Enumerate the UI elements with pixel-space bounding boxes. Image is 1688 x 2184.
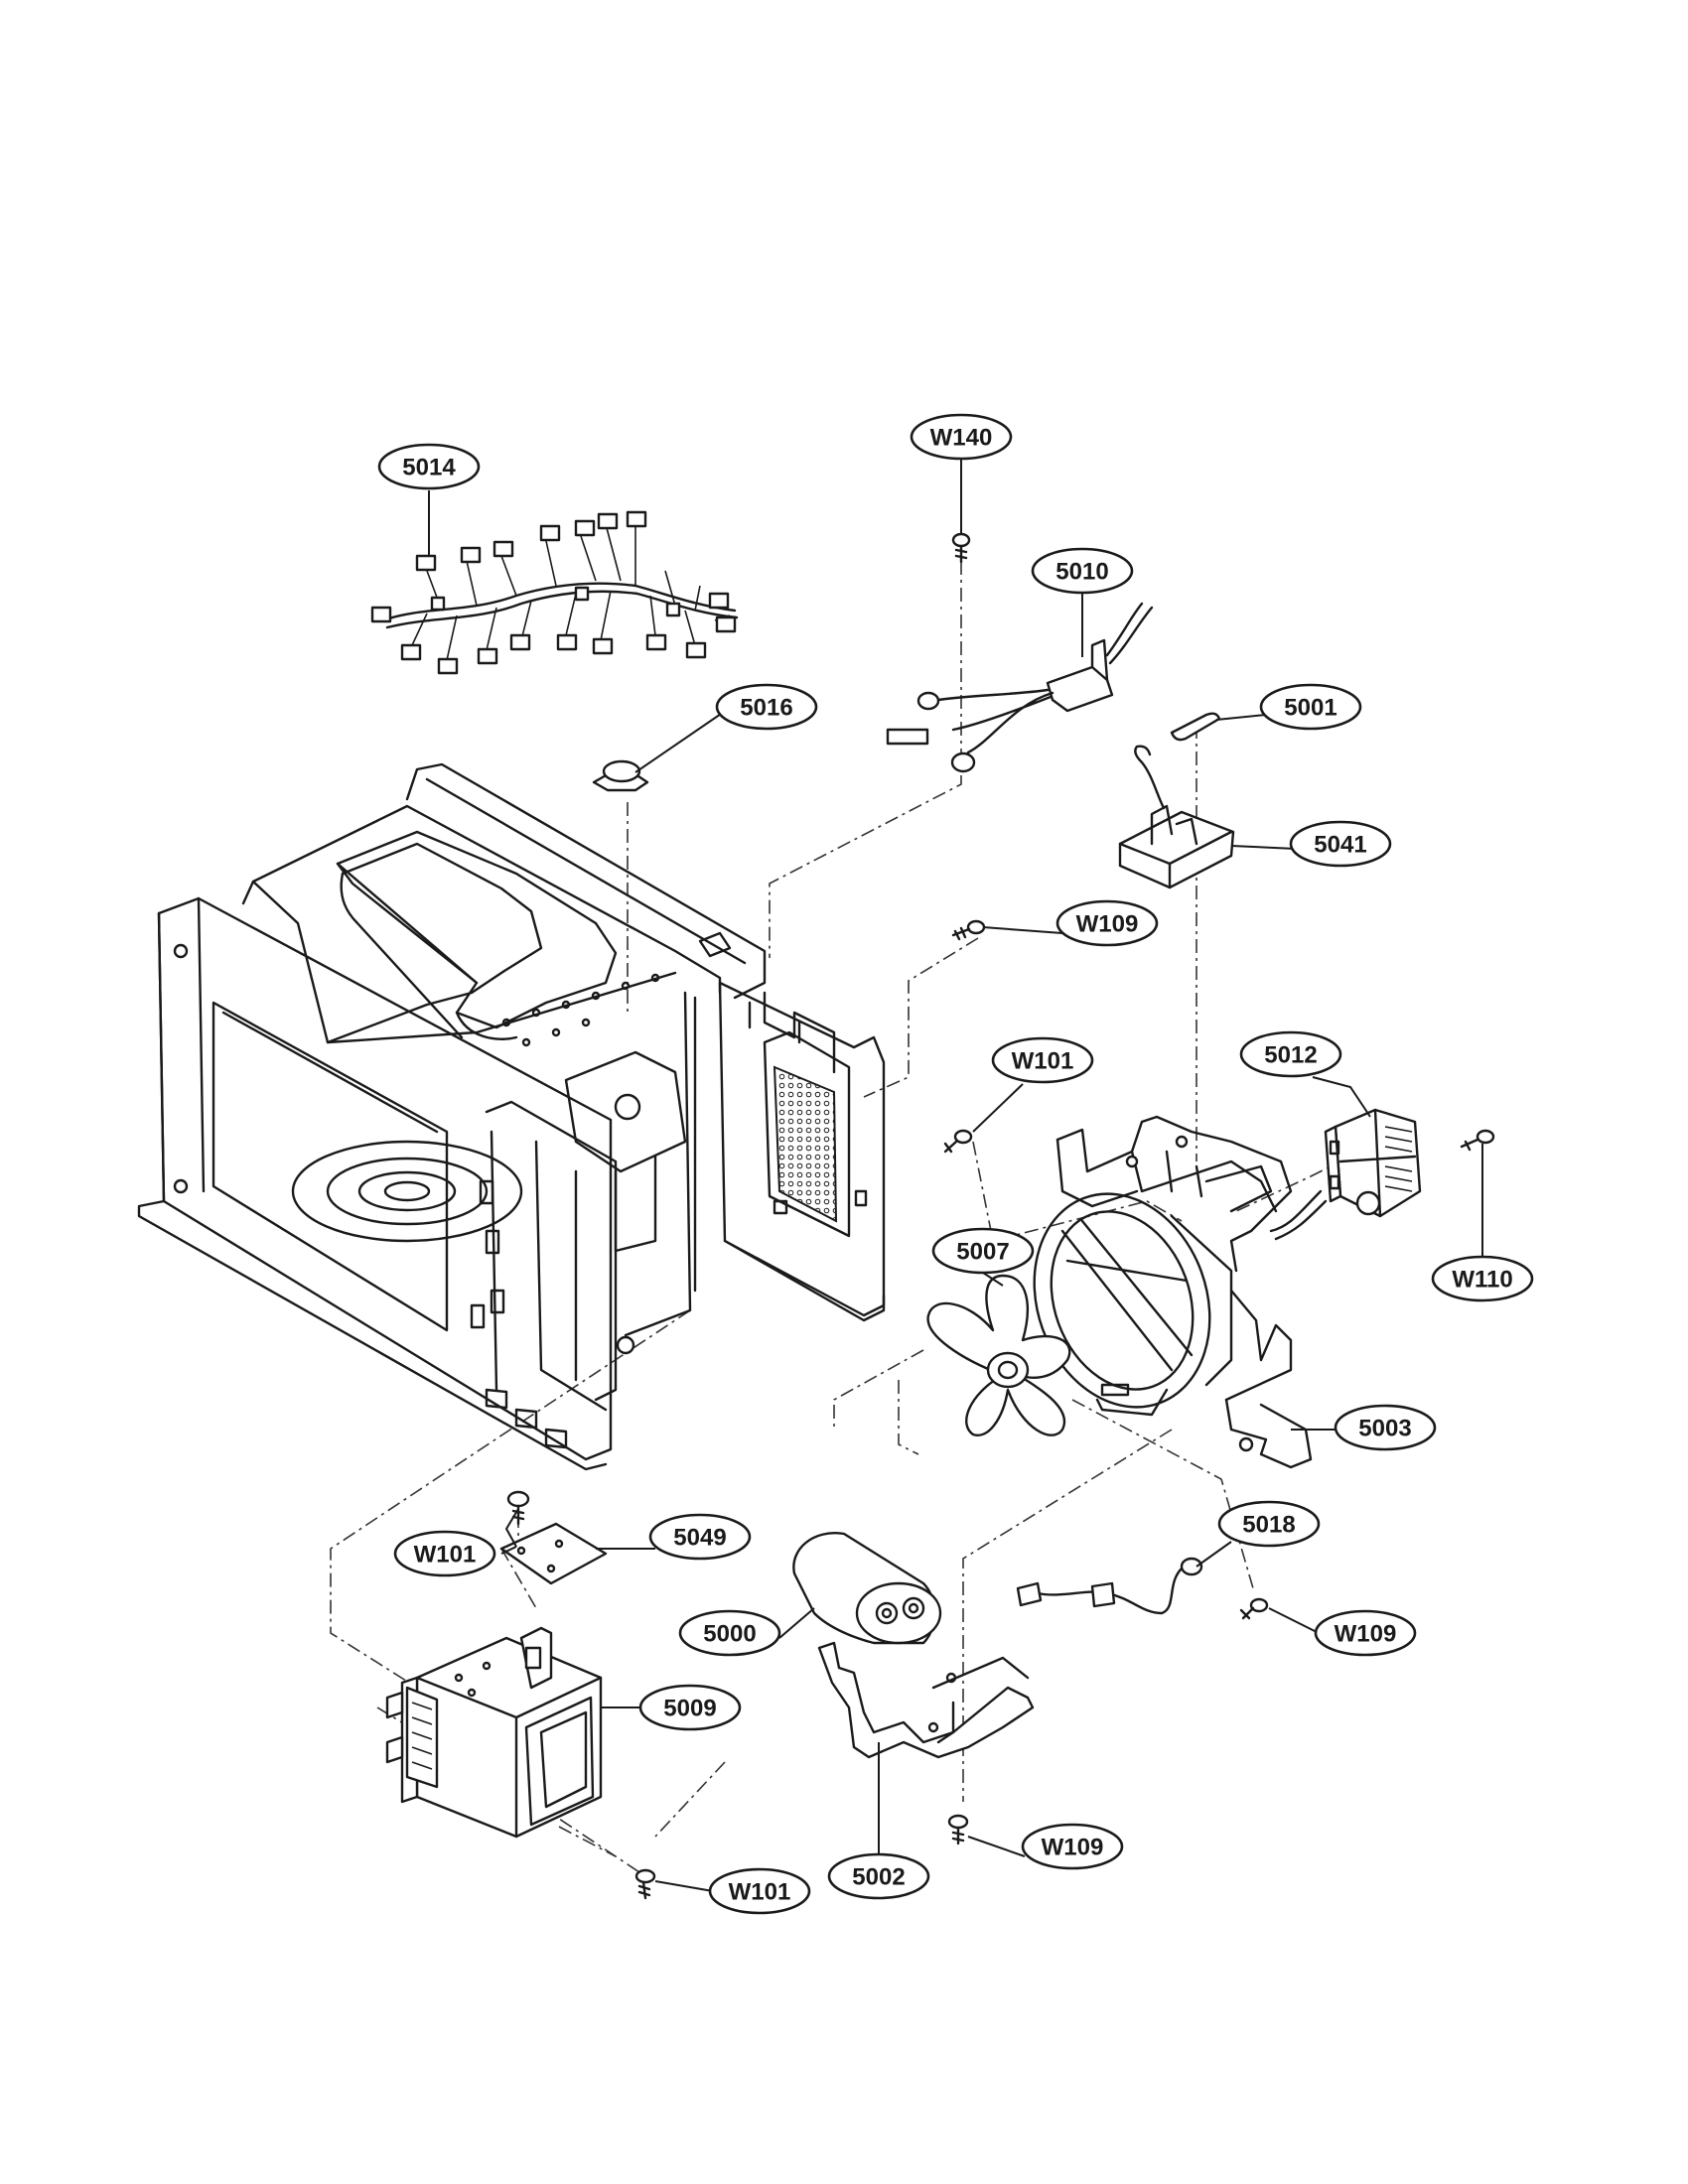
callout-bubble-shape	[910, 413, 1013, 461]
callout-bubble-shape	[1289, 820, 1392, 868]
callout-label: 5049	[673, 1525, 726, 1552]
callout-bubble-shape	[638, 1684, 742, 1731]
callout-label: 5041	[1314, 832, 1366, 859]
callout-bubble-shape	[1021, 1823, 1124, 1870]
callout-bubble-shape	[393, 1530, 496, 1577]
fan-blade-5007	[926, 1274, 1071, 1436]
callout-w109b: W109	[1314, 1609, 1417, 1657]
callout-5003: 5003	[1334, 1404, 1437, 1451]
callout-w101c: W101	[708, 1867, 811, 1915]
screw-w109-right	[1239, 1597, 1269, 1620]
callout-label: 5001	[1284, 695, 1336, 722]
callout-label: 5009	[663, 1696, 716, 1722]
callout-label: 5007	[956, 1239, 1009, 1266]
callout-label: 5003	[1358, 1416, 1411, 1442]
callout-label: W101	[729, 1879, 791, 1906]
callout-bubble-shape	[1031, 547, 1134, 595]
callout-5007: 5007	[931, 1227, 1035, 1275]
callout-5041: 5041	[1289, 820, 1392, 868]
callout-label: W140	[930, 425, 993, 452]
callout-bubble-shape	[1431, 1255, 1534, 1302]
callout-label: W101	[414, 1542, 477, 1569]
callout-bubble-shape	[1314, 1609, 1417, 1657]
callout-bubble-shape	[1055, 899, 1159, 947]
screw-w101-bottom	[634, 1868, 656, 1900]
callout-label: 5018	[1242, 1512, 1295, 1539]
magnetron-5009	[385, 1626, 603, 1839]
callout-bubble-shape	[1259, 683, 1362, 731]
callout-5009: 5009	[638, 1684, 742, 1731]
callout-label: 5014	[402, 455, 456, 481]
callout-bubble-shape	[678, 1609, 781, 1657]
callout-5012: 5012	[1239, 1030, 1342, 1078]
pcb-5041	[1118, 745, 1235, 889]
callout-5010: 5010	[1031, 547, 1134, 595]
wire-5018	[1016, 1557, 1203, 1615]
callout-w110: W110	[1431, 1255, 1534, 1302]
callout-w109a: W109	[1055, 899, 1159, 947]
plate-5049	[499, 1522, 608, 1585]
callout-label: W110	[1452, 1267, 1512, 1294]
screw-w140	[951, 532, 971, 564]
callout-w101b: W101	[393, 1530, 496, 1577]
callout-leader-lines	[428, 459, 1483, 1892]
callout-5016: 5016	[715, 683, 818, 731]
harness-5010	[886, 602, 1154, 773]
wire-harness-5014	[370, 510, 739, 675]
callout-w101a: W101	[991, 1036, 1094, 1084]
callout-label: W109	[1076, 911, 1139, 938]
callout-label: W109	[1042, 1835, 1104, 1861]
callout-5014: 5014	[377, 443, 481, 490]
thermostat-5016	[592, 759, 649, 792]
capacitor-5000	[792, 1532, 942, 1645]
callout-5018: 5018	[1217, 1500, 1321, 1548]
callout-bubble-shape	[377, 443, 481, 490]
callout-bubble-shape	[1217, 1500, 1321, 1548]
callout-5049: 5049	[648, 1513, 752, 1561]
callout-bubble-shape	[1239, 1030, 1342, 1078]
callout-label: W101	[1012, 1048, 1074, 1075]
screw-w101-left	[506, 1490, 530, 1526]
screw-w109-bottom	[947, 1814, 969, 1845]
callout-bubble-shape	[931, 1227, 1035, 1275]
callout-w140: W140	[910, 413, 1013, 461]
oven-cavity-frame	[137, 762, 886, 1471]
callout-label: 5012	[1264, 1042, 1317, 1069]
callout-bubble-shape	[991, 1036, 1094, 1084]
callout-label: 5016	[740, 695, 792, 722]
callout-label: 5010	[1055, 559, 1108, 586]
screw-w109-top	[951, 919, 986, 941]
screw-w101-middle	[943, 1129, 973, 1154]
fan-duct-5003	[1033, 1115, 1313, 1469]
callout-5000: 5000	[678, 1609, 781, 1657]
callout-label: W109	[1335, 1621, 1397, 1648]
screw-w110	[1460, 1129, 1495, 1152]
callout-w109c: W109	[1021, 1823, 1124, 1870]
callout-label: 5002	[852, 1864, 905, 1891]
coil-assembly-5012	[1269, 1108, 1422, 1241]
callout-label: 5000	[703, 1621, 756, 1648]
callout-5002: 5002	[827, 1852, 930, 1900]
callout-bubble-shape	[827, 1852, 930, 1900]
callout-bubble-shape	[708, 1867, 811, 1915]
fuse-5001	[1170, 712, 1221, 742]
callout-bubble-shape	[1334, 1404, 1437, 1451]
bracket-5002	[817, 1641, 1035, 1759]
callout-bubble-shape	[648, 1513, 752, 1561]
callout-bubble-shape	[715, 683, 818, 731]
callout-5001: 5001	[1259, 683, 1362, 731]
